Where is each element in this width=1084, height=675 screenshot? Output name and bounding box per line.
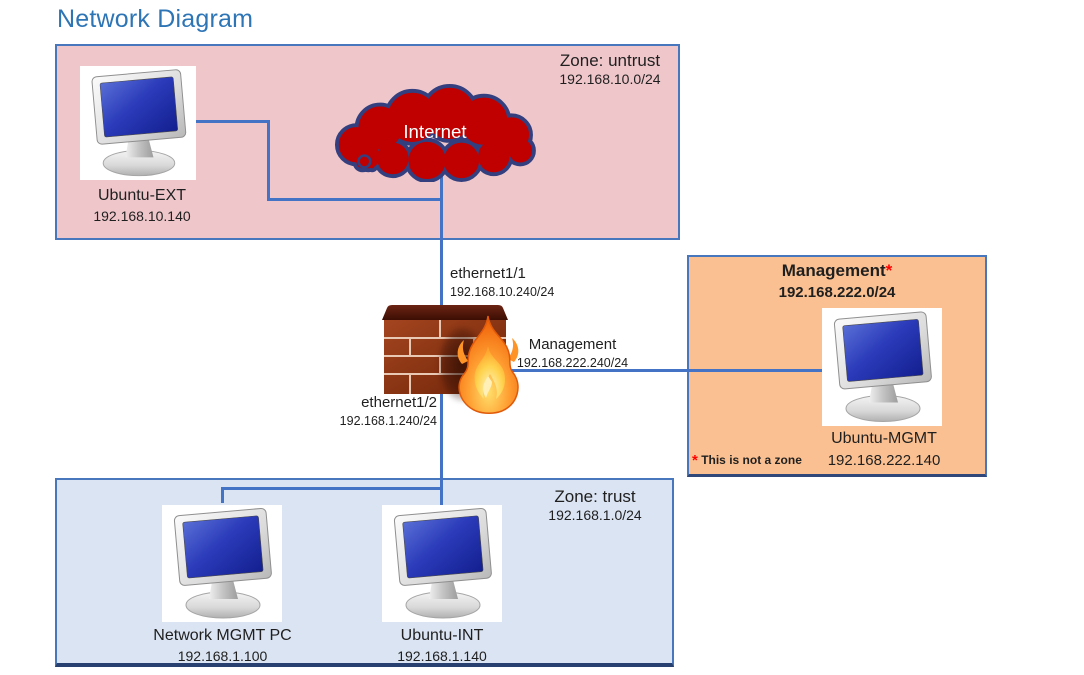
connection-line-ext-horizontal: [196, 120, 270, 123]
ubuntu-int-ip: 192.168.1.140: [397, 648, 487, 665]
computer-icon: [80, 66, 196, 180]
internet-label: Internet: [403, 121, 467, 142]
footnote-text: This is not a zone: [701, 453, 802, 467]
ubuntu-mgmt-ip: 192.168.222.140: [827, 452, 941, 470]
ethernet12-name: ethernet1/2: [361, 394, 437, 411]
computer-icon: [822, 308, 942, 426]
flame-icon: [457, 315, 519, 414]
computer-icon: [162, 505, 282, 622]
management-box-subnet: 192.168.222.0/24: [778, 284, 896, 301]
network-mgmt-pc-node: [162, 505, 282, 622]
connection-line-trust-branch: [221, 487, 443, 490]
management-title-text: Management: [781, 261, 886, 280]
ubuntu-mgmt-label: Ubuntu-MGMT 192.168.222.140: [804, 428, 964, 471]
zone-trust-label: Zone: trust 192.168.1.0/24: [520, 486, 670, 525]
network-mgmt-pc-ip: 192.168.1.100: [177, 648, 268, 665]
interface-ethernet11-label: ethernet1/1 192.168.10.240/24: [450, 264, 554, 300]
ubuntu-mgmt-name: Ubuntu-MGMT: [831, 430, 937, 447]
page-title: Network Diagram: [57, 5, 254, 33]
ubuntu-ext-name: Ubuntu-EXT: [97, 187, 187, 204]
management-if-name: Management: [528, 336, 617, 353]
interface-ethernet12-label: ethernet1/2 192.168.1.240/24: [290, 393, 437, 429]
ethernet12-ip: 192.168.1.240/24: [339, 413, 437, 428]
zone-untrust-label: Zone: untrust 192.168.10.0/24: [535, 50, 685, 89]
connection-line-firewall-to-trust: [440, 388, 443, 508]
ethernet11-ip: 192.168.10.240/24: [450, 284, 555, 299]
ubuntu-int-label: Ubuntu-INT 192.168.1.140: [362, 625, 522, 667]
computer-icon: [382, 505, 502, 622]
connection-line-ext-vertical: [267, 120, 270, 201]
connection-line-ext-to-cloud: [267, 198, 443, 201]
footnote-asterisk: *: [692, 452, 698, 469]
network-mgmt-pc-label: Network MGMT PC 192.168.1.100: [140, 625, 305, 667]
ethernet11-name: ethernet1/1: [450, 265, 526, 282]
ubuntu-mgmt-node: [822, 308, 942, 426]
connection-line-trust-branch-drop: [221, 487, 224, 503]
management-box-title: Management*: [687, 261, 987, 281]
ubuntu-ext-ip: 192.168.10.140: [93, 208, 191, 225]
connection-line-cloud-to-firewall: [440, 168, 443, 310]
connection-line-firewall-to-mgmt: [498, 369, 828, 372]
management-title-asterisk: *: [885, 261, 893, 280]
management-if-ip: 192.168.222.240/24: [516, 355, 629, 370]
zone-untrust-name: Zone: untrust: [559, 51, 661, 70]
interface-management-label: Management 192.168.222.240/24: [505, 335, 640, 371]
ubuntu-int-name: Ubuntu-INT: [400, 627, 484, 644]
management-footnote: * This is not a zone: [692, 452, 802, 469]
zone-trust-subnet: 192.168.1.0/24: [548, 507, 642, 524]
internet-cloud-icon: Internet: [334, 84, 536, 182]
ubuntu-int-node: [382, 505, 502, 622]
zone-trust-name: Zone: trust: [554, 487, 636, 506]
zone-trust-box: [55, 478, 674, 667]
zone-untrust-subnet: 192.168.10.0/24: [559, 71, 661, 88]
network-mgmt-pc-name: Network MGMT PC: [153, 627, 292, 644]
ubuntu-ext-label: Ubuntu-EXT 192.168.10.140: [62, 185, 222, 227]
ubuntu-ext-node: [80, 66, 196, 180]
